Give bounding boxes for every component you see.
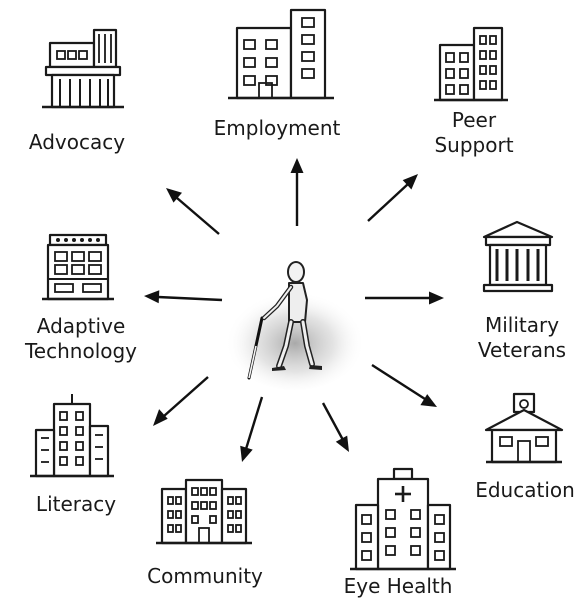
apartment-building-icon [434,26,508,102]
hospital-icon [350,467,456,571]
label-eye-health: Eye Health [343,574,453,598]
arrow-to-advocacy [166,188,220,235]
arrow-to-employment [290,158,304,226]
label-adaptive-technology-line-1: Adaptive [36,314,126,338]
label-advocacy: Advocacy [28,130,126,154]
label-peer-support-line-2: Support [434,133,514,157]
label-military-veterans-line-2: Veterans [477,338,567,362]
label-military-veterans: Military Veterans [478,313,566,363]
arrow-to-military-veterans [365,291,444,305]
arrow-to-adaptive-technology [144,290,223,304]
label-adaptive-technology: Adaptive Technology [25,314,137,364]
civic-building-icon [42,28,124,109]
person-with-white-cane-icon [225,261,365,390]
arrow-to-education [371,363,437,407]
arrow-to-eye-health [321,402,349,452]
label-peer-support: Peer Support [434,108,513,158]
label-adaptive-technology-line-2: Technology [24,339,138,363]
arrows [144,158,444,462]
arrow-to-literacy [153,376,209,426]
label-military-veterans-line-1: Military [484,313,560,337]
label-peer-support-line-1: Peer [451,108,497,132]
label-community: Community [147,564,263,588]
label-literacy: Literacy [35,492,117,516]
government-building-icon [482,220,554,293]
arrow-to-community [240,396,264,462]
apartment-complex-icon [156,478,252,545]
label-education: Education [475,478,575,502]
office-building-icon [228,8,334,100]
label-employment: Employment [213,116,341,140]
schoolhouse-icon [484,392,564,464]
storefront-building-icon [42,233,114,301]
tower-building-icon [30,394,114,478]
arrow-to-peer-support [367,174,418,222]
